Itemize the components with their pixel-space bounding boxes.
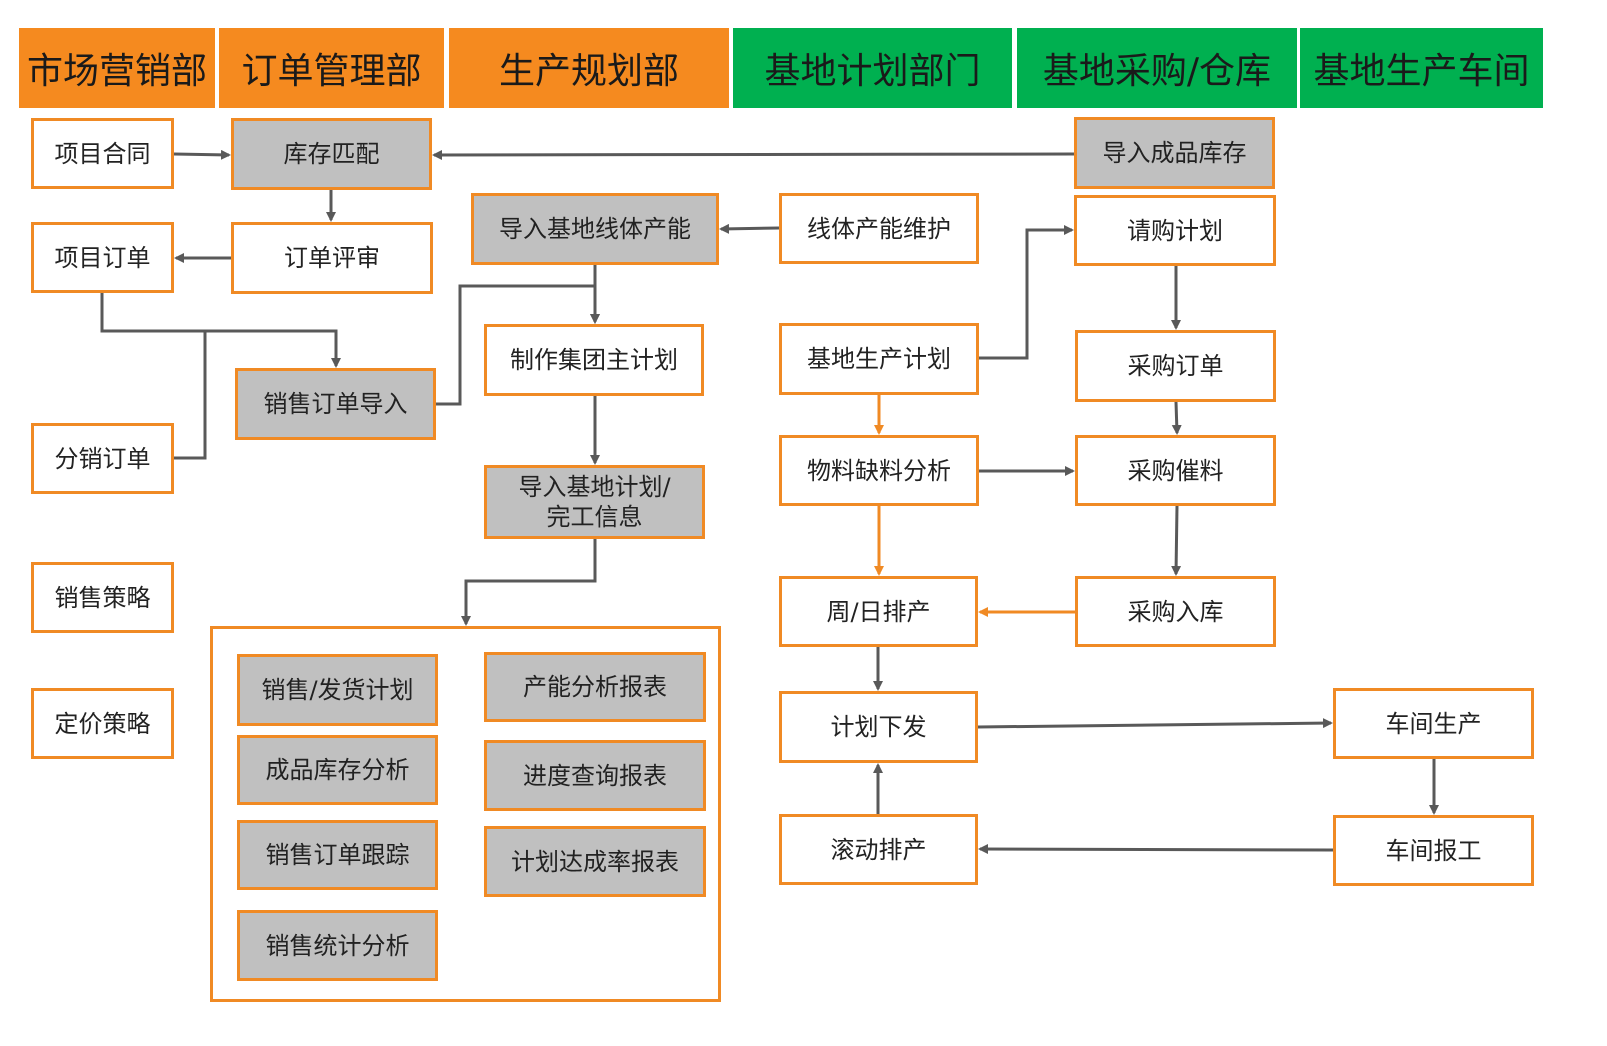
box-import-line-capacity[interactable]: 导入基地线体产能 [471, 193, 719, 265]
box-order-review[interactable]: 订单评审 [231, 222, 433, 294]
box-fg-inventory-analysis[interactable]: 成品库存分析 [237, 735, 438, 805]
box-import-fg-inventory[interactable]: 导入成品库存 [1074, 117, 1275, 189]
box-rolling-schedule[interactable]: 滚动排产 [779, 814, 978, 885]
box-import-base-plan[interactable]: 导入基地计划/ 完工信息 [484, 465, 705, 539]
box-weekly-daily-schedule[interactable]: 周/日排产 [779, 576, 978, 647]
box-plan-release[interactable]: 计划下发 [779, 691, 978, 763]
box-inventory-match[interactable]: 库存匹配 [231, 118, 432, 190]
arrow-fginv-to-match [432, 149, 1075, 160]
box-project-contract[interactable]: 项目合同 [31, 118, 174, 189]
dept-order-management: 订单管理部 [219, 28, 444, 108]
arrow-po-to-expedite [1171, 401, 1182, 435]
arrow-report-to-rolling [978, 844, 1334, 855]
arrow-expedite-to-receipt [1171, 505, 1182, 576]
arrow-linemaint-to-capacity [719, 223, 780, 234]
box-purchase-expedite[interactable]: 采购催料 [1075, 435, 1276, 506]
box-pricing-strategy[interactable]: 定价策略 [31, 688, 174, 759]
arrow-contract-to-match [173, 149, 231, 160]
arrow-baseplan-to-requisition [979, 225, 1074, 360]
dept-marketing: 市场营销部 [19, 28, 215, 108]
arrow-projorder-to-import [100, 293, 341, 368]
box-plan-achievement-report[interactable]: 计划达成率报表 [484, 826, 706, 897]
box-sales-strategy[interactable]: 销售策略 [31, 562, 174, 633]
report-panel [210, 626, 721, 1002]
box-material-shortage[interactable]: 物料缺料分析 [779, 435, 979, 506]
box-workshop-report[interactable]: 车间报工 [1333, 815, 1534, 886]
box-sales-order-tracking[interactable]: 销售订单跟踪 [237, 820, 438, 890]
dept-base-workshop: 基地生产车间 [1300, 28, 1543, 108]
box-project-order[interactable]: 项目订单 [31, 222, 174, 293]
box-sales-stat-analysis[interactable]: 销售统计分析 [237, 910, 438, 981]
box-distribution-order[interactable]: 分销订单 [31, 423, 174, 494]
dept-base-planning: 基地计划部门 [733, 28, 1012, 108]
box-base-production-plan[interactable]: 基地生产计划 [779, 323, 979, 395]
dept-base-purchase: 基地采购/仓库 [1017, 28, 1297, 108]
box-purchase-order[interactable]: 采购订单 [1075, 330, 1276, 402]
dept-production-planning: 生产规划部 [449, 28, 729, 108]
box-group-master-plan[interactable]: 制作集团主计划 [484, 324, 704, 396]
line-distribution-join [174, 331, 207, 460]
box-purchase-receipt[interactable]: 采购入库 [1075, 576, 1276, 647]
arrow-import-to-master [436, 284, 600, 406]
arrow-release-to-workshop [977, 718, 1333, 729]
box-progress-report[interactable]: 进度查询报表 [484, 740, 706, 811]
box-capacity-report[interactable]: 产能分析报表 [484, 652, 706, 722]
arrow-importbase-to-reports [461, 539, 597, 626]
box-purchase-requisition[interactable]: 请购计划 [1074, 195, 1276, 266]
box-sales-order-import[interactable]: 销售订单导入 [235, 368, 436, 440]
box-sales-shipping-plan[interactable]: 销售/发货计划 [237, 654, 438, 726]
box-line-capacity-maint[interactable]: 线体产能维护 [779, 193, 979, 264]
box-workshop-production[interactable]: 车间生产 [1333, 688, 1534, 759]
